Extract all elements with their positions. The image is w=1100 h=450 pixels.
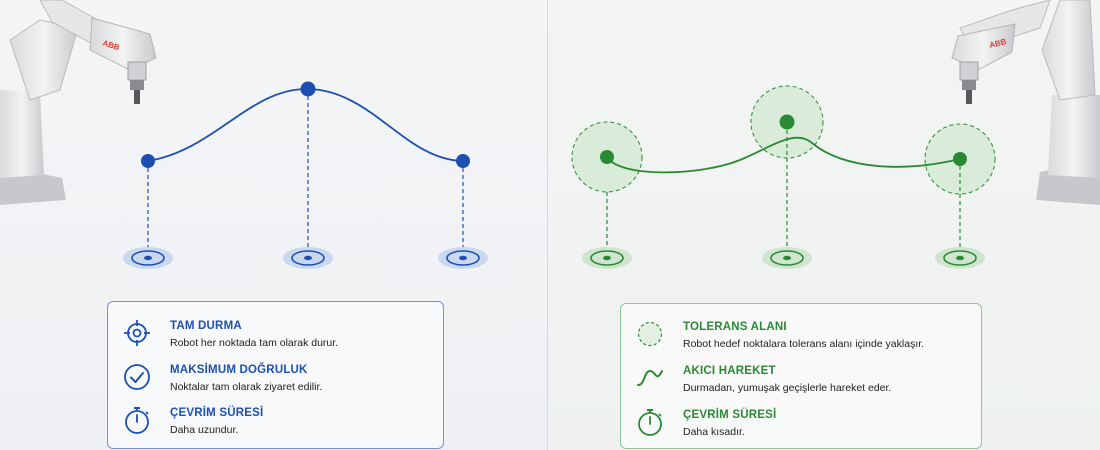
zone-target-marker-3 — [935, 247, 985, 269]
info-item-maksimum-dogruluk: MAKSİMUM DOĞRULUK Noktalar tam olarak zi… — [108, 362, 443, 402]
info-title: MAKSİMUM DOĞRULUK — [170, 364, 308, 376]
info-item-cevrim-suresi: ÇEVRİM SÜRESİ Daha uzundur. — [108, 405, 443, 445]
info-desc: Durmadan, yumuşak geçişlerle hareket ede… — [683, 382, 892, 394]
info-title: TAM DURMA — [170, 320, 242, 332]
info-title: AKICI HAREKET — [683, 365, 776, 377]
info-desc: Daha kısadır. — [683, 426, 745, 438]
zone-info-box: TOLERANS ALANI Robot hedef noktalara tol… — [620, 303, 982, 449]
zone-trajectory — [606, 136, 961, 174]
info-item-tolerans-alani: TOLERANS ALANI Robot hedef noktalara tol… — [621, 319, 981, 359]
info-item-akici-hareket: AKICI HAREKET Durmadan, yumuşak geçişler… — [621, 363, 981, 403]
abb-logo-right: ABB — [988, 37, 1007, 50]
waypoint-2 — [300, 81, 316, 97]
dashed-circle-icon — [635, 319, 665, 349]
smooth-curve-icon — [635, 363, 665, 393]
check-circle-icon — [122, 362, 152, 392]
info-desc: Robot her noktada tam olarak durur. — [170, 337, 339, 349]
info-title: ÇEVRİM SÜRESİ — [170, 407, 264, 419]
robot-arm-left: ABB — [0, 0, 157, 205]
zone-waypoint-3 — [953, 152, 967, 166]
stopwatch-icon — [635, 407, 665, 437]
waypoint-3 — [456, 154, 470, 168]
info-desc: Robot hedef noktalara tolerans alanı içi… — [683, 338, 925, 350]
fine-point-info-box: TAM DURMA Robot her noktada tam olarak d… — [107, 301, 444, 449]
info-desc: Noktalar tam olarak ziyaret edilir. — [170, 381, 323, 393]
info-item-cevrim-suresi: ÇEVRİM SÜRESİ Daha kısadır. — [621, 407, 981, 447]
robot-arm-right: ABB — [951, 0, 1100, 205]
fine-point-trajectory — [147, 88, 464, 162]
zone-target-marker-2 — [762, 247, 812, 269]
info-item-tam-durma: TAM DURMA Robot her noktada tam olarak d… — [108, 318, 443, 358]
zone-target-marker-1 — [582, 247, 632, 269]
info-desc: Daha uzundur. — [170, 424, 239, 436]
zone-path-diagram — [571, 85, 996, 269]
fine-point-path-diagram — [123, 81, 488, 269]
info-title: ÇEVRİM SÜRESİ — [683, 409, 777, 421]
target-marker-2 — [283, 247, 333, 269]
zone-waypoint-2 — [779, 114, 795, 130]
svg-text:ABB: ABB — [988, 37, 1007, 50]
crosshair-icon — [122, 318, 152, 348]
target-marker-1 — [123, 247, 173, 269]
target-marker-3 — [438, 247, 488, 269]
panel-divider — [547, 0, 548, 450]
info-title: TOLERANS ALANI — [683, 321, 787, 333]
zone-waypoint-1 — [600, 150, 614, 164]
waypoint-1 — [141, 154, 155, 168]
stopwatch-icon — [122, 405, 152, 435]
